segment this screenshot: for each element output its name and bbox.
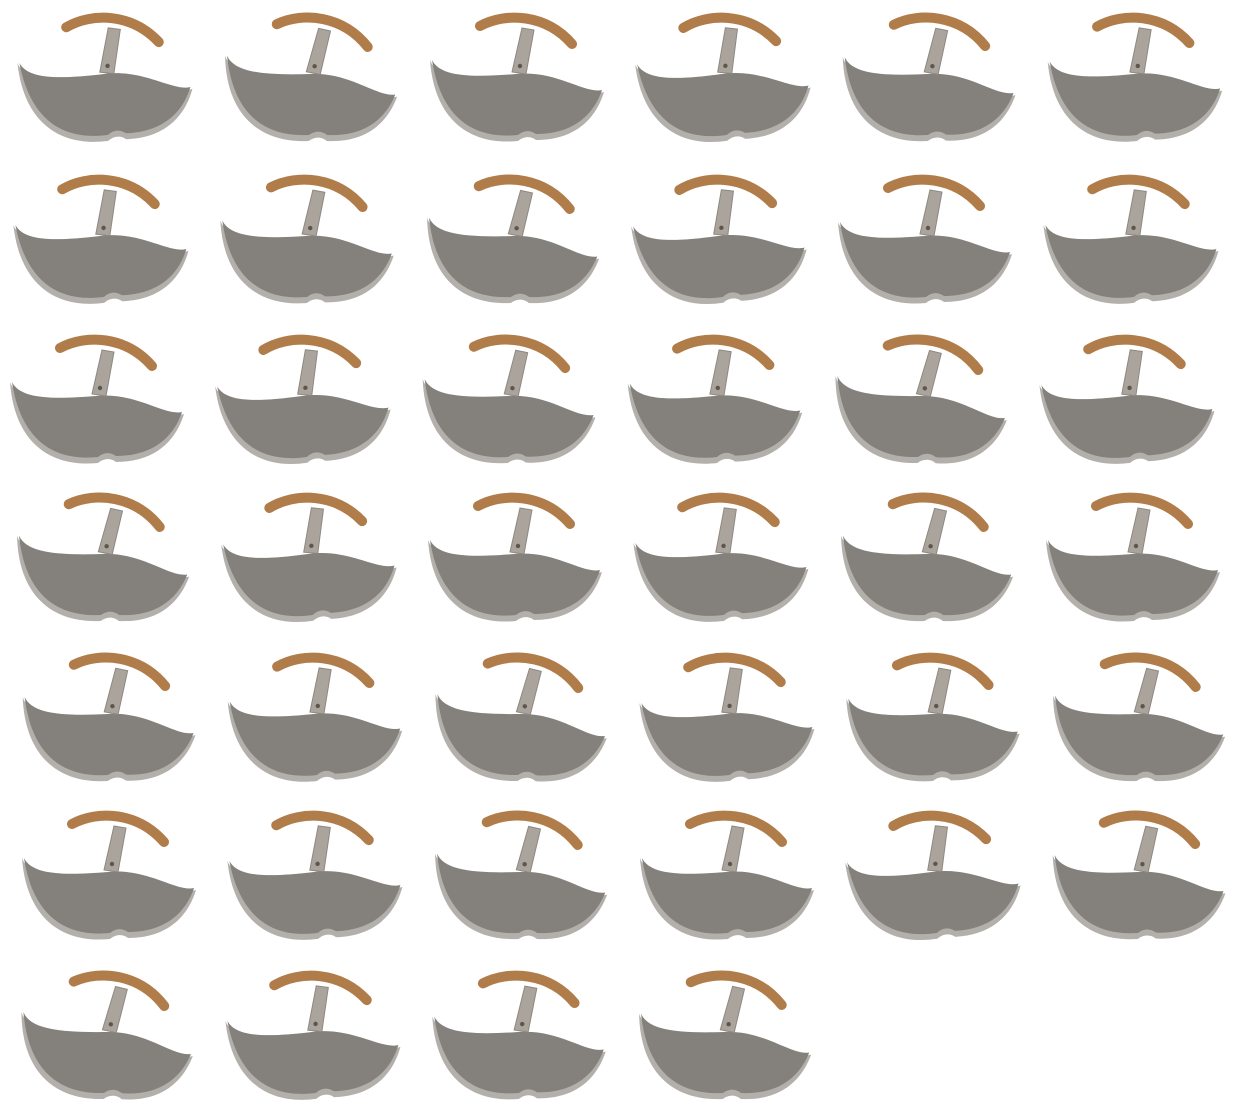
- ulu-knife-icon: [222, 966, 403, 1106]
- ulu-knife-icon: [836, 488, 1018, 628]
- ulu-knife-icon: [829, 330, 1012, 470]
- ulu-knife-icon: [18, 648, 199, 788]
- ulu-knife-icon: [1048, 648, 1230, 788]
- ulu-knife-icon: [216, 170, 396, 310]
- ulu-knife-icon: [842, 806, 1024, 946]
- ulu-knife-icon: [220, 8, 402, 148]
- ulu-knife-icon: [838, 8, 1019, 148]
- ulu-knife-icon: [1042, 488, 1222, 628]
- ulu-knife-icon: [834, 170, 1014, 310]
- ulu-knife-icon: [429, 648, 612, 788]
- ulu-knife-icon: [428, 966, 608, 1106]
- ulu-knife-icon: [424, 488, 604, 628]
- ulu-knife-icon: [224, 806, 405, 946]
- ulu-knife-icon: [218, 488, 400, 628]
- ulu-knife-icon: [14, 8, 195, 148]
- ulu-knife-icon: [12, 488, 194, 628]
- ulu-knife-icon: [1044, 8, 1224, 148]
- ulu-knife-icon: [426, 8, 606, 148]
- ulu-knife-icon: [15, 966, 198, 1106]
- ulu-knife-icon: [636, 806, 816, 946]
- ulu-knife-icon: [18, 806, 198, 946]
- ulu-knife-icon: [624, 330, 804, 470]
- ulu-knife-icon: [630, 488, 811, 628]
- ulu-knife-icon: [636, 648, 817, 788]
- ulu-knife-icon: [842, 648, 1022, 788]
- ulu-knife-icon: [628, 170, 810, 310]
- ulu-knife-icon: [1040, 170, 1221, 310]
- ulu-knife-icon: [1048, 806, 1229, 946]
- ulu-knife-icon: [212, 330, 394, 470]
- ulu-knife-icon: [6, 330, 186, 470]
- ulu-knife-icon: [632, 8, 814, 148]
- ulu-knife-icon: [418, 330, 599, 470]
- ulu-knife-icon: [422, 170, 604, 310]
- ulu-knife-icon: [1036, 330, 1217, 470]
- ulu-knife-icon: [224, 648, 404, 788]
- ulu-knife-icon: [10, 170, 191, 310]
- ulu-knife-icon: [634, 966, 816, 1106]
- ulu-knife-icon: [430, 806, 612, 946]
